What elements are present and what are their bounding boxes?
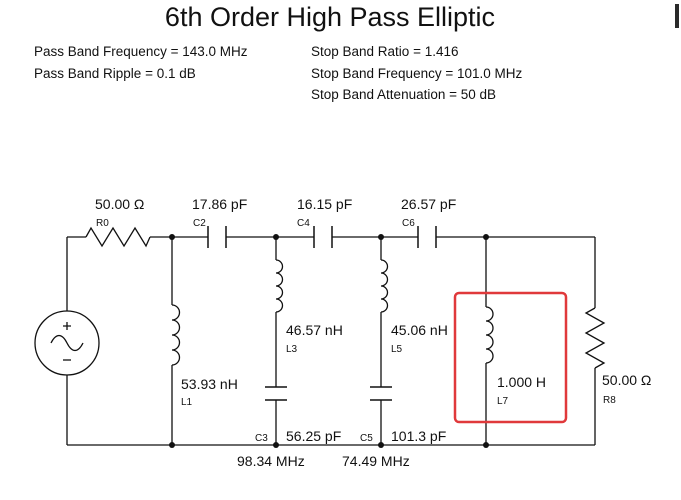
junction-dot [169, 442, 175, 448]
c2-value: 17.86 pF [192, 196, 247, 212]
spec-stop-band-frequency: Stop Band Frequency = 101.0 MHz [311, 65, 523, 81]
l3-value: 46.57 nH [286, 322, 343, 338]
capacitor-c4-icon [313, 226, 333, 248]
inductor-l5-icon [380, 259, 389, 313]
c6-ref: C6 [402, 218, 415, 229]
inductor-l3-icon [275, 259, 284, 313]
ac-voltage-source-icon [34, 310, 100, 376]
capacitor-c2-icon [207, 226, 227, 248]
spec-right-block: Stop Band Ratio = 1.416 Stop Band Freque… [311, 41, 522, 106]
l1-value: 53.93 nH [181, 376, 238, 392]
resistor-r8-icon [584, 307, 606, 369]
junction-dot [483, 442, 489, 448]
r8-value: 50.00 Ω [602, 372, 651, 388]
spec-pass-band-frequency: Pass Band Frequency = 143.0 MHz [34, 44, 248, 59]
junction-dot [273, 442, 279, 448]
branch5-resonance: 74.49 MHz [342, 453, 410, 469]
junction-dot [378, 442, 384, 448]
junction-dot [273, 234, 279, 240]
l3-ref: L3 [286, 344, 298, 355]
window-edge-mark [675, 4, 679, 28]
spec-stop-band-attenuation: Stop Band Attenuation = 50 dB [311, 87, 497, 102]
c4-ref: C4 [297, 218, 310, 229]
branch3-resonance: 98.34 MHz [237, 453, 305, 469]
inductor-l1-icon [171, 304, 181, 366]
spec-stop-band-ratio: Stop Band Ratio = 1.416 [311, 44, 459, 59]
junction-dot [378, 234, 384, 240]
c5-value: 101.3 pF [391, 428, 446, 444]
resistor-r0-icon [85, 226, 151, 248]
capacitor-c6-icon [417, 226, 437, 248]
c5-ref: C5 [360, 433, 373, 444]
l7-value: 1.000 H [497, 374, 546, 390]
c3-value: 56.25 pF [286, 428, 341, 444]
r0-value: 50.00 Ω [95, 196, 144, 212]
c6-value: 26.57 pF [401, 196, 456, 212]
junction-dot [169, 234, 175, 240]
spec-pass-band-ripple: Pass Band Ripple = 0.1 dB [34, 65, 196, 81]
r0-ref: R0 [96, 218, 109, 229]
spec-left-block: Pass Band Frequency = 143.0 MHz Pass Ban… [34, 41, 248, 84]
l1-ref: L1 [181, 397, 193, 408]
capacitor-c5-icon [370, 386, 392, 401]
wires [66, 236, 596, 446]
c2-ref: C2 [193, 218, 206, 229]
c3-ref: C3 [255, 433, 268, 444]
capacitor-c3-icon [265, 386, 287, 401]
l7-ref: L7 [497, 396, 509, 407]
inductor-l7-icon [485, 306, 494, 364]
junction-dot [483, 234, 489, 240]
c4-value: 16.15 pF [297, 196, 352, 212]
circuit-title: 6th Order High Pass Elliptic [164, 2, 496, 32]
l7-highlight-box [453, 291, 568, 424]
junctions [169, 234, 489, 448]
l5-ref: L5 [391, 344, 403, 355]
r8-ref: R8 [603, 395, 616, 406]
l5-value: 45.06 nH [391, 322, 448, 338]
